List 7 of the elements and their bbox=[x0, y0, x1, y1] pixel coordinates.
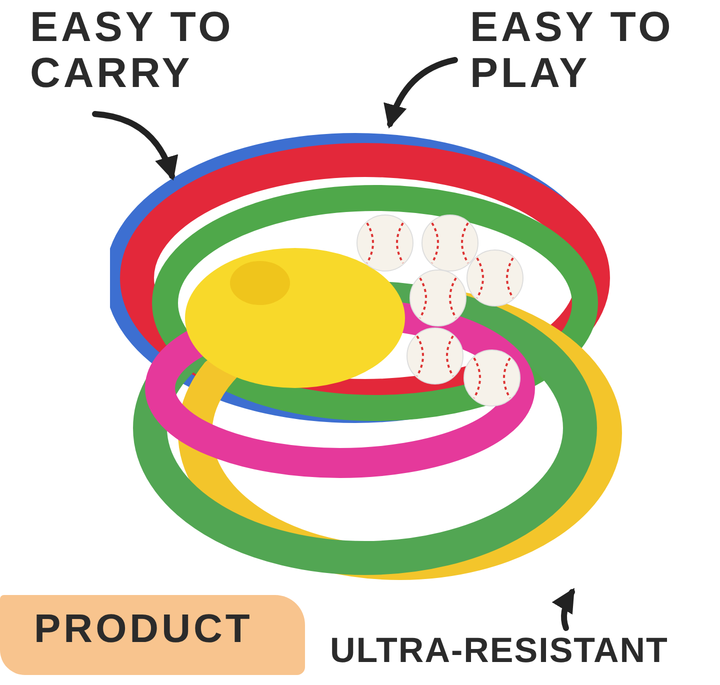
title-banner: PRODUCT bbox=[0, 595, 305, 675]
arrow bbox=[552, 588, 575, 631]
arrow bbox=[384, 57, 458, 129]
callout-text: EASY TO CARRY bbox=[30, 4, 270, 102]
arrow bbox=[92, 111, 178, 181]
callout-text: ULTRA-RESISTANT bbox=[330, 632, 720, 682]
callout-text: EASY TO PLAY bbox=[470, 4, 700, 102]
